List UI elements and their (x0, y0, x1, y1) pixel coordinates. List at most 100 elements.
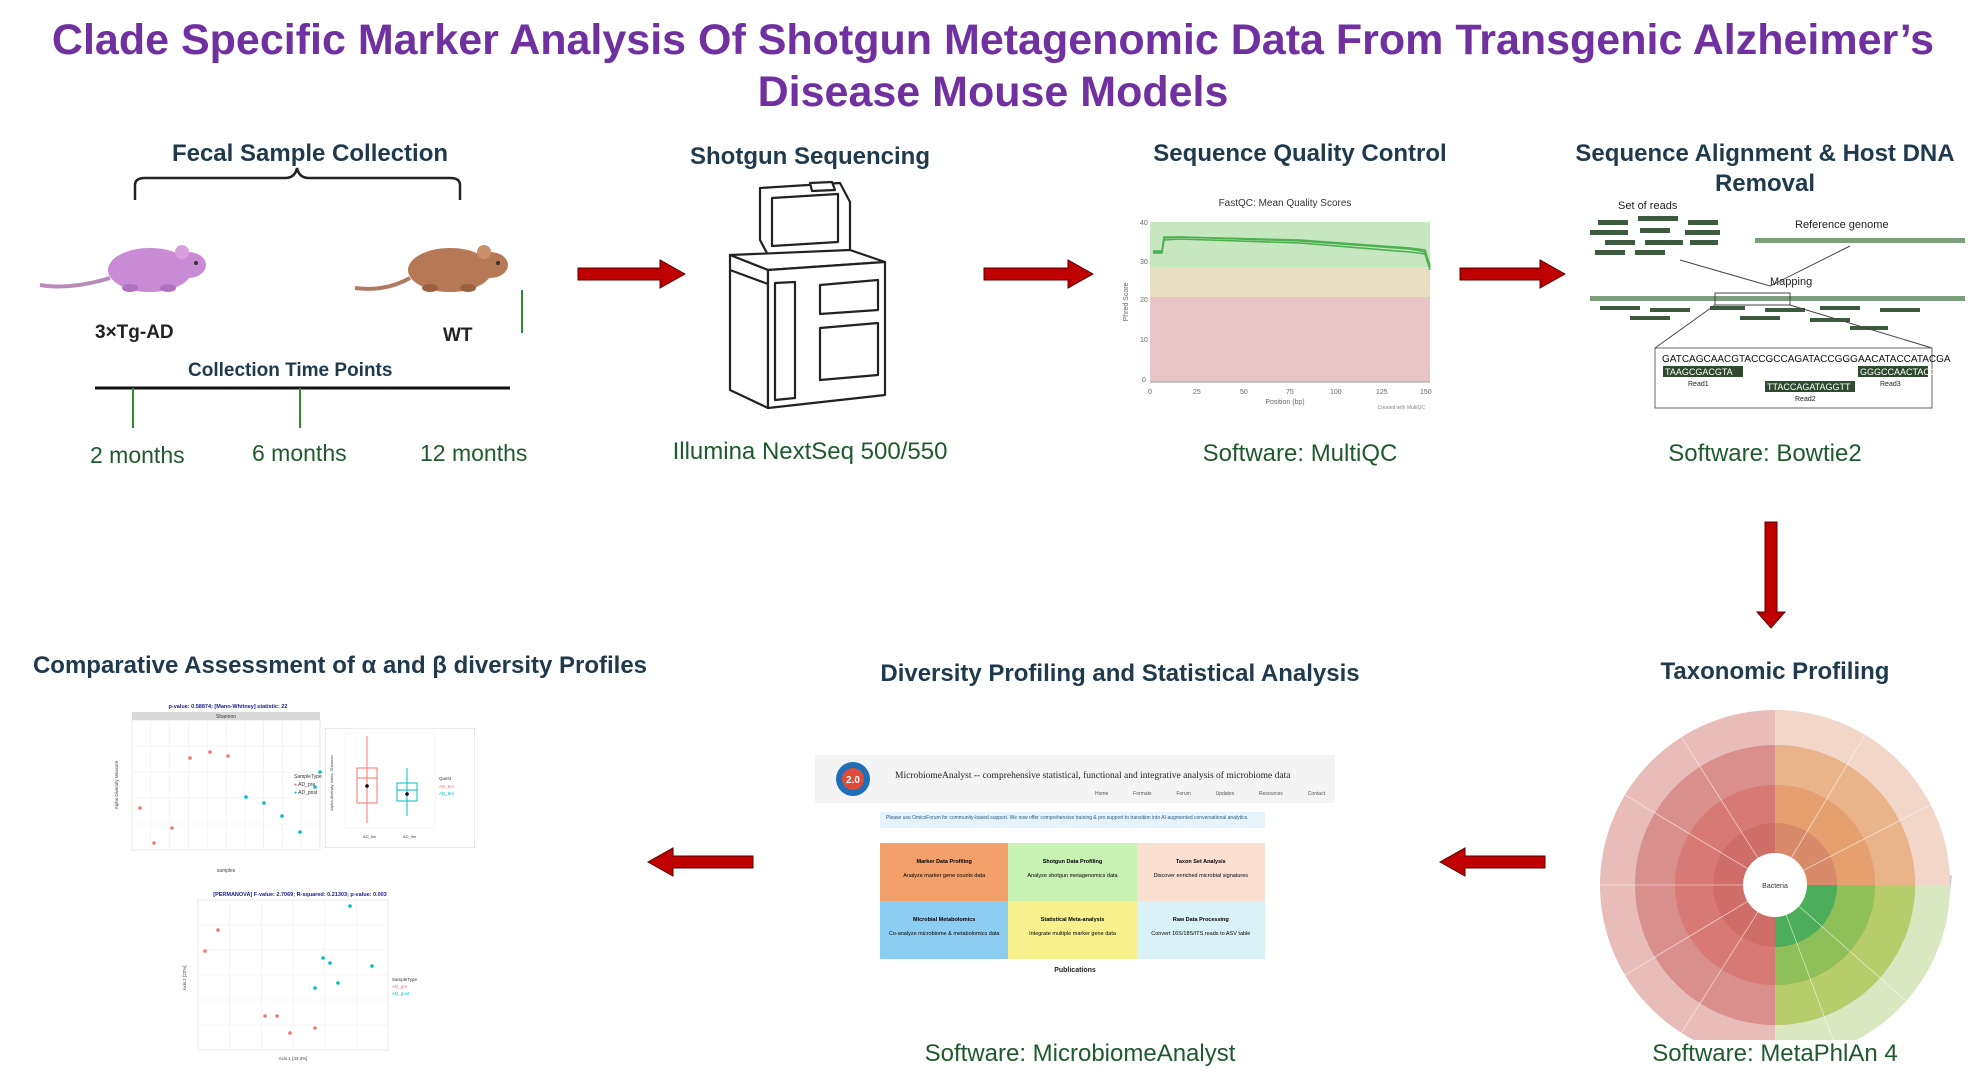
qc-credit: Created with MultiQC (1377, 405, 1425, 411)
svg-text:Quest: Quest (439, 776, 452, 781)
qc-xtick: 50 (1240, 389, 1248, 396)
read3-sequence: GGGCCAACTACC (1860, 367, 1937, 377)
ma-nav-home[interactable]: Home (1095, 791, 1109, 797)
arrow-right-1 (577, 259, 687, 289)
reference-sequence: GATCAGCAACGTACCGCCAGATACCGGGAACATACCATAC… (1662, 354, 1951, 365)
beta-point (370, 964, 374, 968)
read2-label: Read2 (1795, 396, 1816, 403)
taxonomy-heading: Taxonomic Profiling (1660, 658, 1890, 685)
brace (133, 167, 462, 200)
qc-ytick: 10 (1140, 337, 1148, 344)
alpha-point (188, 756, 192, 760)
beta-point (216, 928, 220, 932)
ma-nav-contact[interactable]: Contact (1307, 791, 1325, 797)
fecal-heading: Fecal Sample Collection (171, 140, 449, 167)
qc-ytick: 20 (1140, 297, 1148, 304)
ma-publications[interactable]: Publications (1054, 967, 1096, 974)
svg-text:[PERMANOVA] F-value: 2.7069; R: [PERMANOVA] F-value: 2.7069; R-squared: … (213, 892, 387, 898)
qc-ytick: 30 (1140, 259, 1148, 266)
ma-nav-forum[interactable]: Forum (1176, 791, 1191, 797)
qc-ytick: 40 (1140, 220, 1148, 227)
svg-text:Shannon: Shannon (216, 714, 236, 720)
ma-nav-formats[interactable]: Formats (1133, 791, 1152, 797)
alpha-point (262, 801, 266, 805)
qc-xtick: 0 (1148, 389, 1152, 396)
alpha-point (298, 830, 302, 834)
svg-text:AD_pre: AD_pre (392, 984, 408, 989)
qc-xtick: 25 (1193, 389, 1201, 396)
beta-diversity-pcoa: [PERMANOVA] F-value: 2.7069; R-squared: … (182, 892, 418, 1061)
read1-label: Read1 (1688, 381, 1709, 388)
krona-center-label: Bacteria (1762, 883, 1788, 890)
diversity-heading: Diversity Profiling and Statistical Anal… (880, 660, 1360, 687)
beta-point (203, 949, 207, 953)
timeline-label: Collection Time Points (188, 360, 393, 381)
svg-text:AD_6m: AD_6m (439, 784, 454, 789)
ma-header (815, 755, 1335, 803)
ma-logo-icon: 2.0 (836, 762, 870, 796)
qc-xtick: 125 (1376, 389, 1388, 396)
svg-text:AD_9m: AD_9m (403, 834, 417, 839)
svg-text:AD_6m: AD_6m (363, 834, 377, 839)
alpha-point (313, 785, 317, 789)
taxonomy-caption: Software: MetaPhlAn 4 (1652, 1040, 1898, 1067)
ma-nav-resources[interactable]: Resources (1259, 791, 1283, 797)
sequencer-icon (728, 180, 887, 410)
svg-text:SampleType: SampleType (392, 977, 418, 982)
sequencing-caption: Illumina NextSeq 500/550 (672, 438, 948, 465)
arrow-right-3 (1459, 259, 1567, 289)
read2-sequence: TTACCAGATAGGTT (1767, 382, 1851, 392)
alignment-caption: Software: Bowtie2 (1668, 440, 1862, 467)
alpha-point (226, 754, 230, 758)
time-point-2m: 2 months (90, 442, 185, 468)
beta-point (321, 956, 325, 960)
arrow-down-1 (1755, 521, 1787, 629)
time-point-6m: 6 months (252, 440, 347, 466)
read-blocks (1590, 216, 1720, 255)
qc-xlabel: Position (bp) (1265, 399, 1304, 406)
ma-app-title: MicrobiomeAnalyst -- comprehensive stati… (895, 771, 1291, 781)
reference-genome-label: Reference genome (1795, 219, 1889, 231)
alignment-diagram: Set of reads Reference genome Mapping GA… (1590, 198, 1970, 418)
beta-point (275, 1014, 279, 1018)
qc-quality-lines (1153, 236, 1431, 271)
diversity-caption: Software: MicrobiomeAnalyst (924, 1040, 1236, 1067)
alpha-point (244, 795, 248, 799)
qc-ylabel: Phred Score (1123, 282, 1130, 321)
beta-point (288, 1031, 292, 1035)
qc-xtick: 75 (1286, 389, 1294, 396)
arrow-left-1 (1438, 847, 1546, 877)
svg-text:Alpha-diversity Index: Shannon: Alpha-diversity Index: Shannon (329, 755, 334, 810)
alpha-point (138, 806, 142, 810)
qc-chart-title: FastQC: Mean Quality Scores (1219, 198, 1352, 209)
set-of-reads-label: Set of reads (1618, 200, 1678, 212)
qc-xtick: 150 (1420, 389, 1432, 396)
svg-text:Alpha Diversity Measure: Alpha Diversity Measure (114, 760, 119, 809)
beta-point (328, 961, 332, 965)
time-point-12m: 12 months (420, 440, 528, 466)
comparative-heading: Comparative Assessment of α and β divers… (32, 652, 648, 679)
alpha-diversity-boxplot: Alpha-diversity Index: Shannon AD_6m AD_… (325, 728, 475, 848)
ma-notice: Please use OmicsForum for community-base… (880, 812, 1265, 828)
alignment-heading-line2: Removal (1714, 170, 1816, 197)
reference-genome-bar (1755, 238, 1965, 243)
ma-nav-updates[interactable]: Updates (1215, 791, 1235, 797)
krona-chart: Bacteria (1600, 710, 1952, 1040)
qc-heading: Sequence Quality Control (1153, 140, 1447, 167)
beta-point (348, 904, 352, 908)
alpha-point (318, 770, 322, 774)
svg-text:2.0: 2.0 (846, 775, 860, 786)
qc-xtick: 100 (1330, 389, 1342, 396)
page-title: Clade Specific Marker Analysis Of Shotgu… (51, 16, 1935, 116)
mouse-3xtg-label: 3×Tg-AD (95, 322, 174, 343)
qc-caption: Software: MultiQC (1202, 440, 1398, 467)
svg-text:Axis.1 [33.3%]: Axis.1 [33.3%] (279, 1056, 308, 1061)
svg-text:AD_9m: AD_9m (439, 791, 454, 796)
